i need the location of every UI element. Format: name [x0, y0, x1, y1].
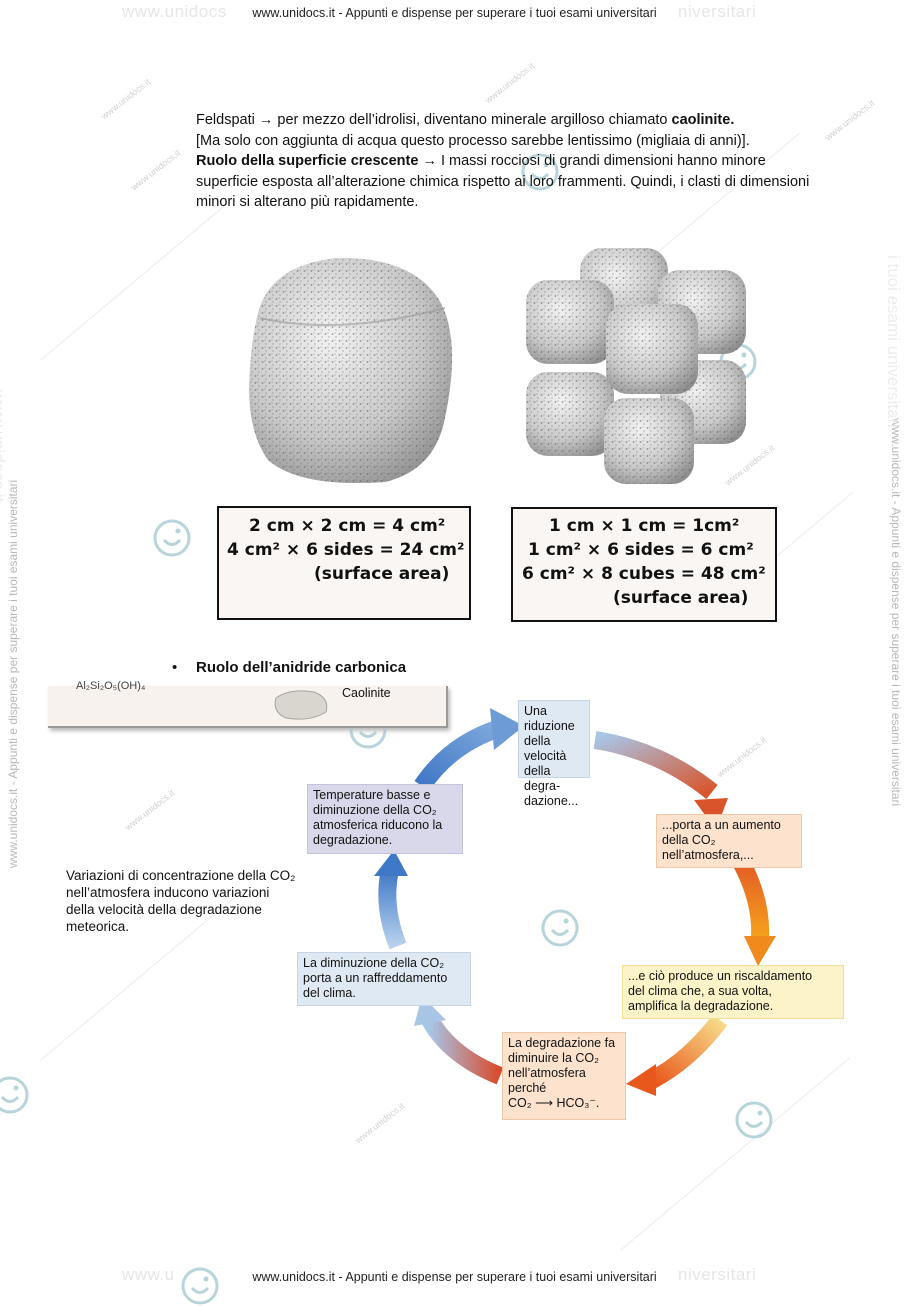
watermark-text: www.unidocs.it [823, 97, 877, 143]
box-line: della velocità [524, 734, 567, 763]
box-line: del clima che, a sua volta, [628, 984, 772, 998]
box-line: dazione... [524, 794, 579, 808]
eight-granite-cubes [526, 248, 746, 484]
arrow-head [744, 936, 776, 966]
box-line: ...e ciò produce un riscaldamento [628, 969, 813, 983]
watermark-text: www.unidocs.it [129, 147, 183, 193]
page-footer[interactable]: www.unidocs.it - Appunti e dispense per … [252, 1270, 657, 1284]
calc-right-line2: 1 cm² × 6 sides = 6 cm² [528, 540, 754, 560]
side-text-right: www.unidocs.it - Appunti e dispense per … [889, 418, 903, 807]
calc-left-line2: 4 cm² × 6 sides = 24 cm² [227, 540, 465, 560]
box-line: del clima. [303, 986, 356, 1000]
box-line: nell’atmosfera [508, 1066, 586, 1080]
unidocs-logo-icon [541, 909, 579, 947]
cycle-box-co2-increase: ...porta a un aumento della CO₂ nell’atm… [656, 814, 802, 868]
bullet-symbol: • [172, 659, 178, 676]
cycle-box-co2-decrease: La degradazione fa diminuire la CO₂ nell… [502, 1032, 626, 1120]
large-granite-cube [249, 257, 453, 484]
box-line: La diminuzione della CO₂ [303, 956, 445, 970]
side-text-left: www.unidocs.it - Appunti e dispense per … [6, 479, 20, 868]
box-line: atmosferica riducono la [313, 818, 443, 832]
box-line: Temperature basse e [313, 788, 431, 802]
inset-partial-formula: Al₂Si₂O₅(OH)₄ [76, 680, 146, 692]
cycle-box-cooling: La diminuzione della CO₂ porta a un raff… [297, 952, 471, 1006]
watermark-line [40, 192, 240, 361]
arrow-head [626, 1064, 656, 1096]
box-line: Una riduzione [524, 704, 575, 733]
kaolinite-inset-panel: Al₂Si₂O₅(OH)₄ Caolinite [48, 680, 448, 728]
box-line: CO₂ ⟶ HCO₃⁻. [508, 1096, 600, 1110]
inset-label: Caolinite [342, 686, 391, 700]
page-header[interactable]: www.unidocs.it - Appunti e dispense per … [252, 6, 657, 20]
box-line: perché [508, 1081, 547, 1095]
cycle-box-reduced-weathering: Una riduzione della velocità della degra… [518, 700, 590, 808]
intro-line1: Feldspati → per mezzo dell’idrolisi, div… [196, 112, 672, 128]
unidocs-logo-icon [181, 1267, 219, 1305]
surface-heading: Ruolo della superficie crescente [196, 153, 419, 169]
calc-left-line3: (surface area) [314, 564, 450, 584]
cycle-box-low-temperatures: Temperature basse e diminuzione della CO… [307, 784, 463, 854]
watermark-text: www.unidocs.it [483, 60, 537, 106]
footer-ghost-right: niversitari [678, 1265, 757, 1284]
calc-left-line1: 2 cm × 2 cm = 4 cm² [249, 516, 446, 536]
unidocs-logo-icon [153, 519, 191, 557]
box-line: ...porta a un aumento [662, 818, 781, 832]
box-line: La degradazione fa [508, 1036, 616, 1050]
calc-right-line4: (surface area) [613, 588, 749, 608]
arrow-head [374, 850, 408, 876]
unidocs-logo-icon [735, 1101, 773, 1139]
arrow-head [490, 708, 524, 750]
header-ghost-left: www.unidocs [122, 2, 227, 21]
watermark-text: www.unidocs.it [99, 76, 153, 122]
calc-box-large-cube: 2 cm × 2 cm = 4 cm² 4 cm² × 6 sides = 24… [217, 506, 471, 620]
box-line: degradazione. [313, 833, 393, 847]
surface-text: → I massi rocciosi di grandi dimensioni … [196, 153, 810, 210]
footer-ghost-left: www.u [122, 1265, 175, 1284]
granite-cubes-illustration [249, 248, 746, 484]
kaolinite-sample [274, 690, 328, 720]
box-line: diminuire la CO₂ [508, 1051, 599, 1065]
kaolinite-term: caolinite. [671, 112, 735, 128]
watermark-text: www.unidocs.it [123, 787, 177, 833]
calc-right-line3: 6 cm² × 8 cubes = 48 cm² [522, 564, 766, 584]
bullet-heading: Ruolo dell’anidride carbonica [196, 659, 407, 676]
side-ghost-left: www.unidocs.it [0, 390, 8, 503]
calc-right-line1: 1 cm × 1 cm = 1cm² [549, 516, 740, 536]
cycle-caption: Variazioni di concentrazione della CO₂ n… [66, 868, 296, 934]
side-ghost-right: i tuoi esami universitari [884, 255, 903, 428]
box-line: amplifica la degradazione. [628, 999, 774, 1013]
intro-line2: [Ma solo con aggiunta di acqua questo pr… [196, 132, 750, 149]
box-line: diminuzione della CO₂ [313, 803, 437, 817]
intro-paragraph: Feldspati → per mezzo dell’idrolisi, div… [196, 110, 828, 213]
box-line: della CO₂ [662, 833, 716, 847]
header-ghost-right: niversitari [678, 2, 757, 21]
box-line: nell’atmosfera,... [662, 848, 754, 862]
cycle-box-warming: ...e ciò produce un riscaldamento del cl… [622, 965, 844, 1019]
calc-box-small-cubes: 1 cm × 1 cm = 1cm² 1 cm² × 6 sides = 6 c… [511, 507, 777, 622]
box-line: porta a un raffreddamento [303, 971, 448, 985]
box-line: della degra- [524, 764, 561, 793]
unidocs-logo-icon [0, 1076, 29, 1114]
unidocs-logo-icon [521, 153, 559, 191]
